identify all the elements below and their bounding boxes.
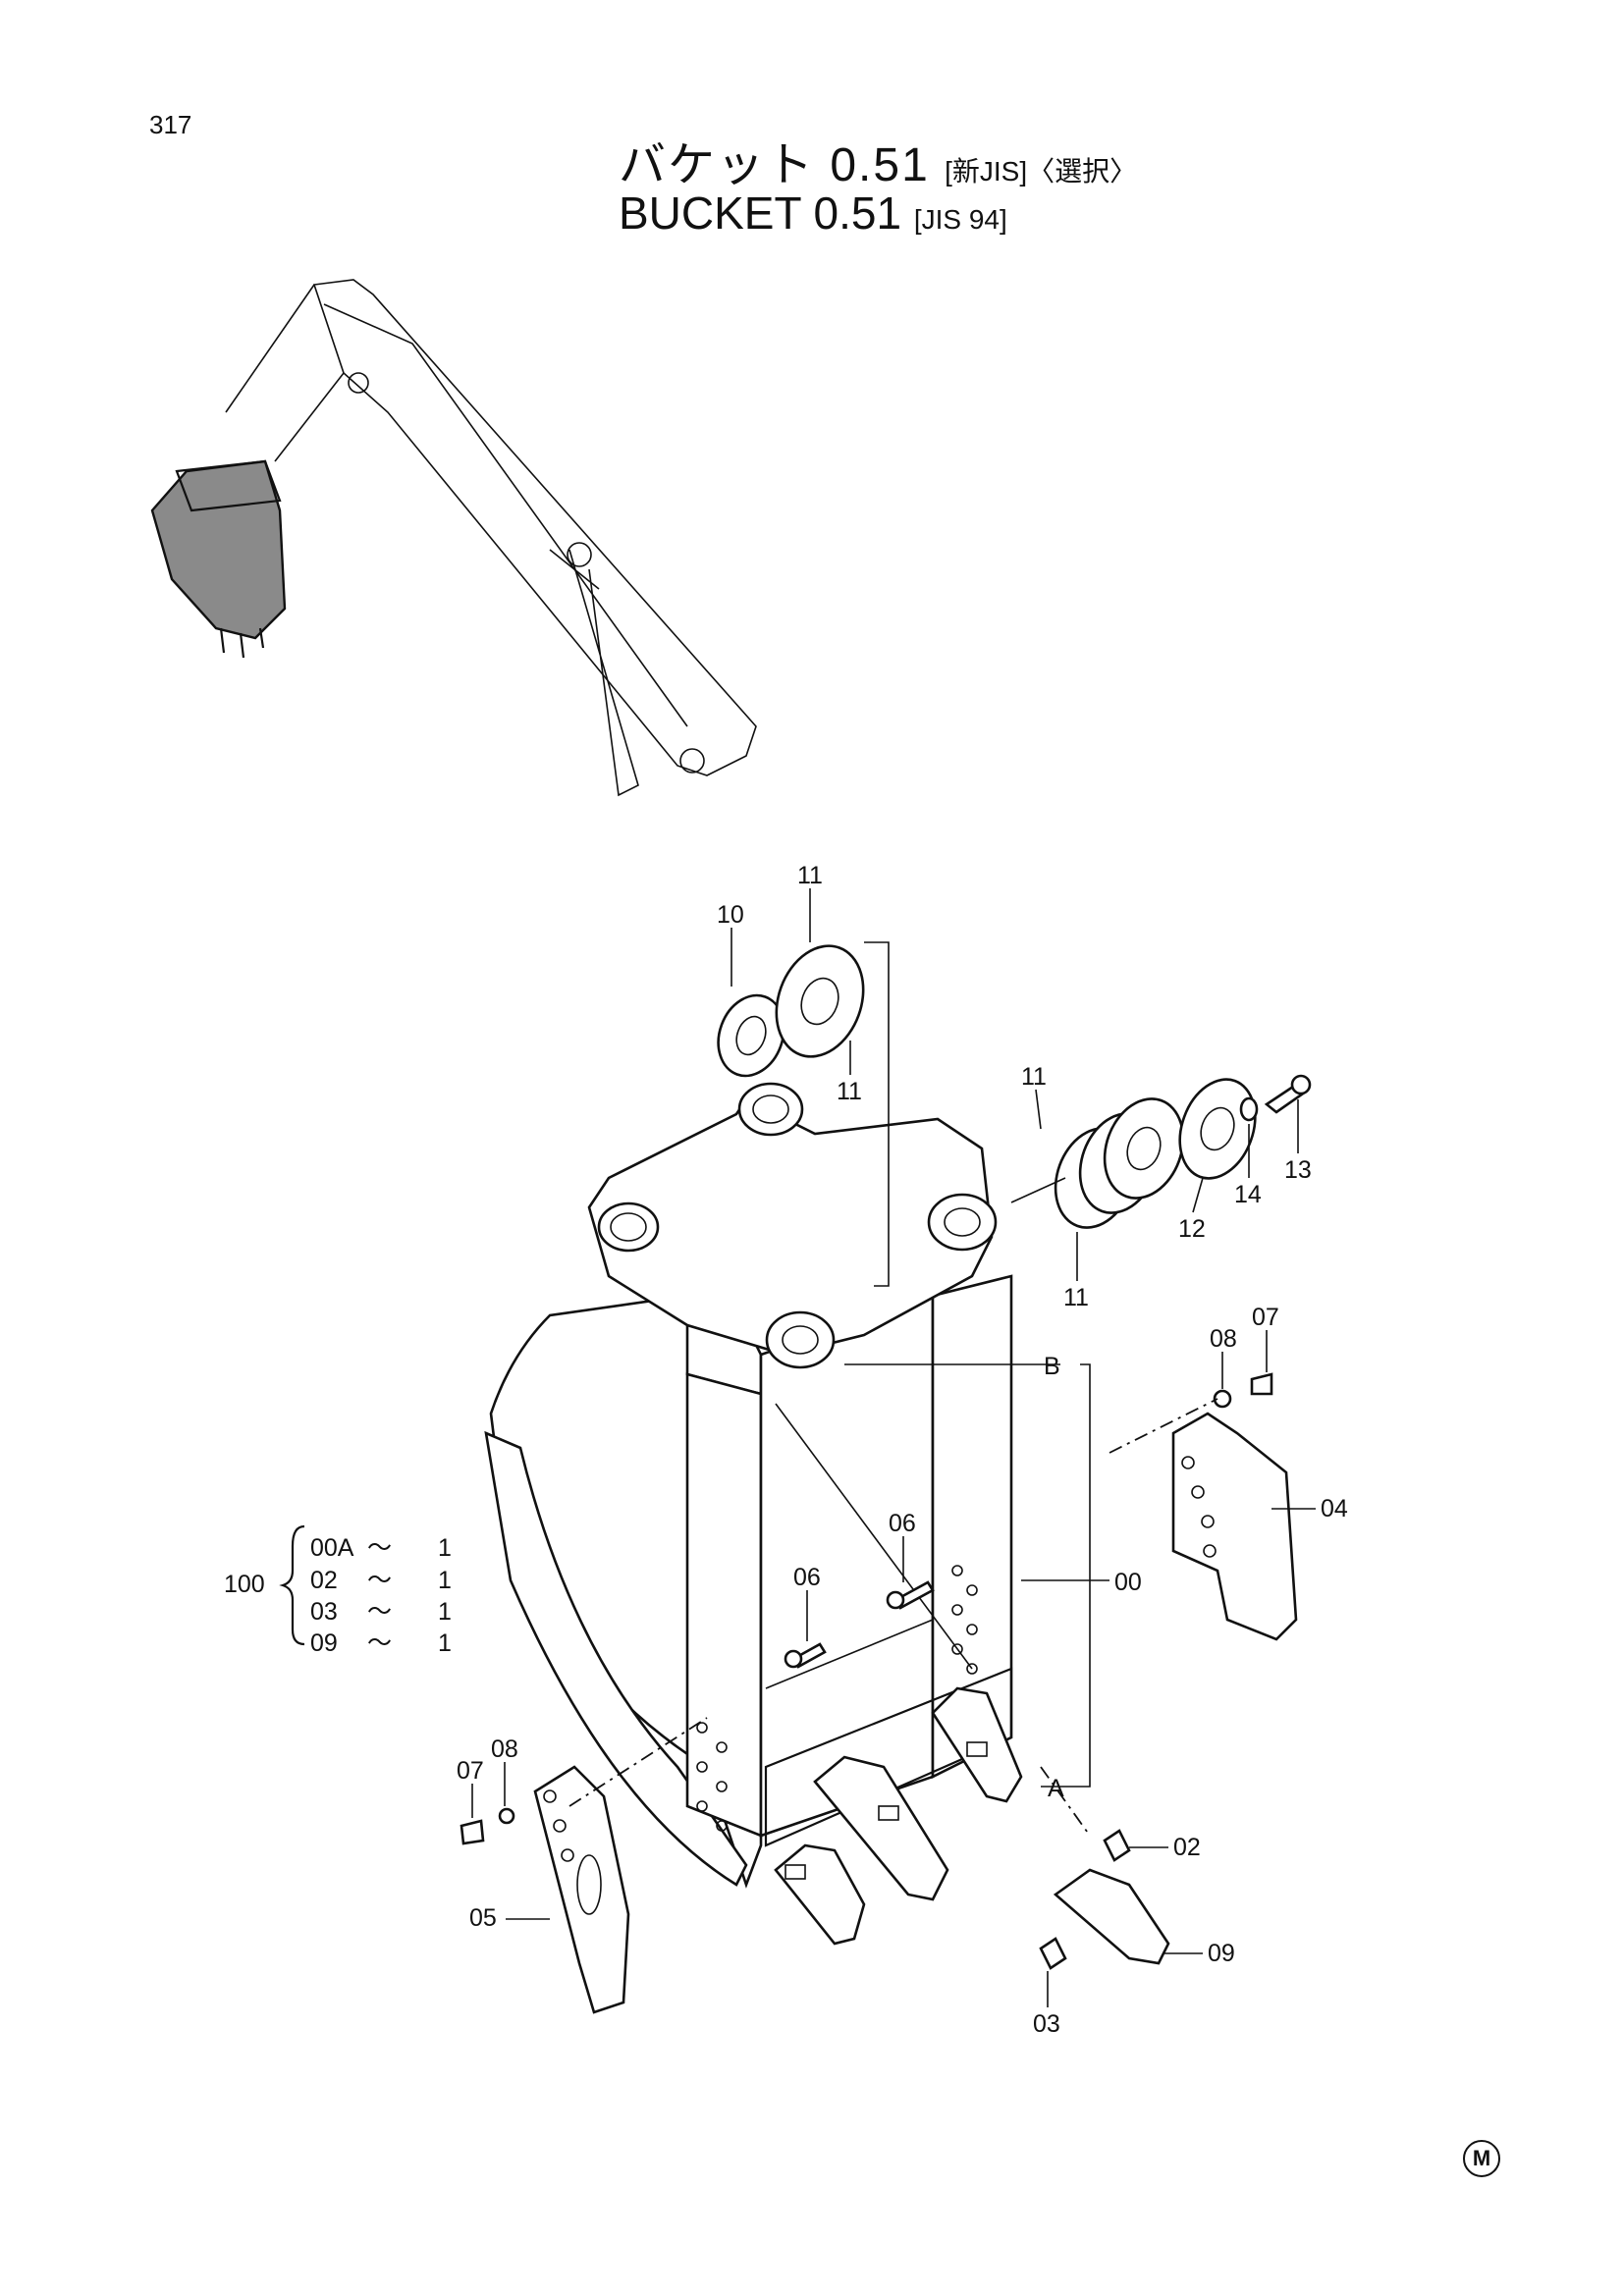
- callout-09: 09: [1208, 1940, 1235, 1967]
- assembly-row: 09～1: [310, 1629, 452, 1657]
- shim-and-pin-parts: [717, 941, 1312, 1788]
- title-en-main: BUCKET 0.51: [619, 187, 902, 239]
- assembly-row: 03～1: [310, 1598, 452, 1626]
- callout-11-right-low: 11: [1063, 1284, 1089, 1311]
- callout-06-a: 06: [889, 1510, 916, 1537]
- callout-11-left-low: 11: [837, 1078, 862, 1105]
- title-jp-main: バケット 0.51: [619, 139, 930, 191]
- title-en-suffix: [JIS 94]: [913, 204, 1007, 235]
- title-jp-suffix: [新JIS]〈選択〉: [945, 156, 1138, 187]
- callout-02: 02: [1173, 1834, 1201, 1861]
- callout-12: 12: [1178, 1215, 1206, 1243]
- callout-A: A: [1048, 1775, 1064, 1802]
- callout-14: 14: [1234, 1181, 1262, 1208]
- assembly-brace: [279, 1524, 305, 1646]
- manufacturer-mark: M: [1463, 2140, 1500, 2177]
- callout-08-right: 08: [1210, 1325, 1237, 1353]
- assembly-row: 00A～1: [310, 1534, 452, 1562]
- page-title-english: BUCKET 0.51 [JIS 94]: [619, 187, 1007, 240]
- callout-03: 03: [1033, 2010, 1060, 2038]
- assembly-code: 100: [224, 1571, 265, 1598]
- callout-10: 10: [717, 901, 744, 929]
- callout-08-left: 08: [491, 1735, 518, 1763]
- callout-13: 13: [1284, 1156, 1312, 1184]
- page-number: 317: [149, 110, 192, 139]
- callout-05: 05: [469, 1904, 497, 1932]
- callout-06-b: 06: [793, 1564, 821, 1591]
- assembly-row: 02～1: [310, 1567, 452, 1594]
- callout-00: 00: [1114, 1569, 1142, 1596]
- callout-04: 04: [1321, 1495, 1348, 1522]
- callout-07-left: 07: [457, 1757, 484, 1785]
- callout-11-top: 11: [797, 862, 823, 889]
- callout-B: B: [1044, 1353, 1060, 1380]
- callout-labels: 11 10 11 11 11 12 14 13 08 07 B 04 06 06…: [457, 862, 1348, 2038]
- page-title-japanese: バケット 0.51 [新JIS]〈選択〉: [619, 126, 1137, 194]
- callout-07-right: 07: [1252, 1304, 1279, 1331]
- side-cutters-and-teeth: [460, 1372, 1298, 2014]
- excavator-arm-overview: [150, 279, 757, 797]
- callout-11-right-top: 11: [1021, 1063, 1047, 1091]
- bucket-body: [484, 1082, 1023, 1946]
